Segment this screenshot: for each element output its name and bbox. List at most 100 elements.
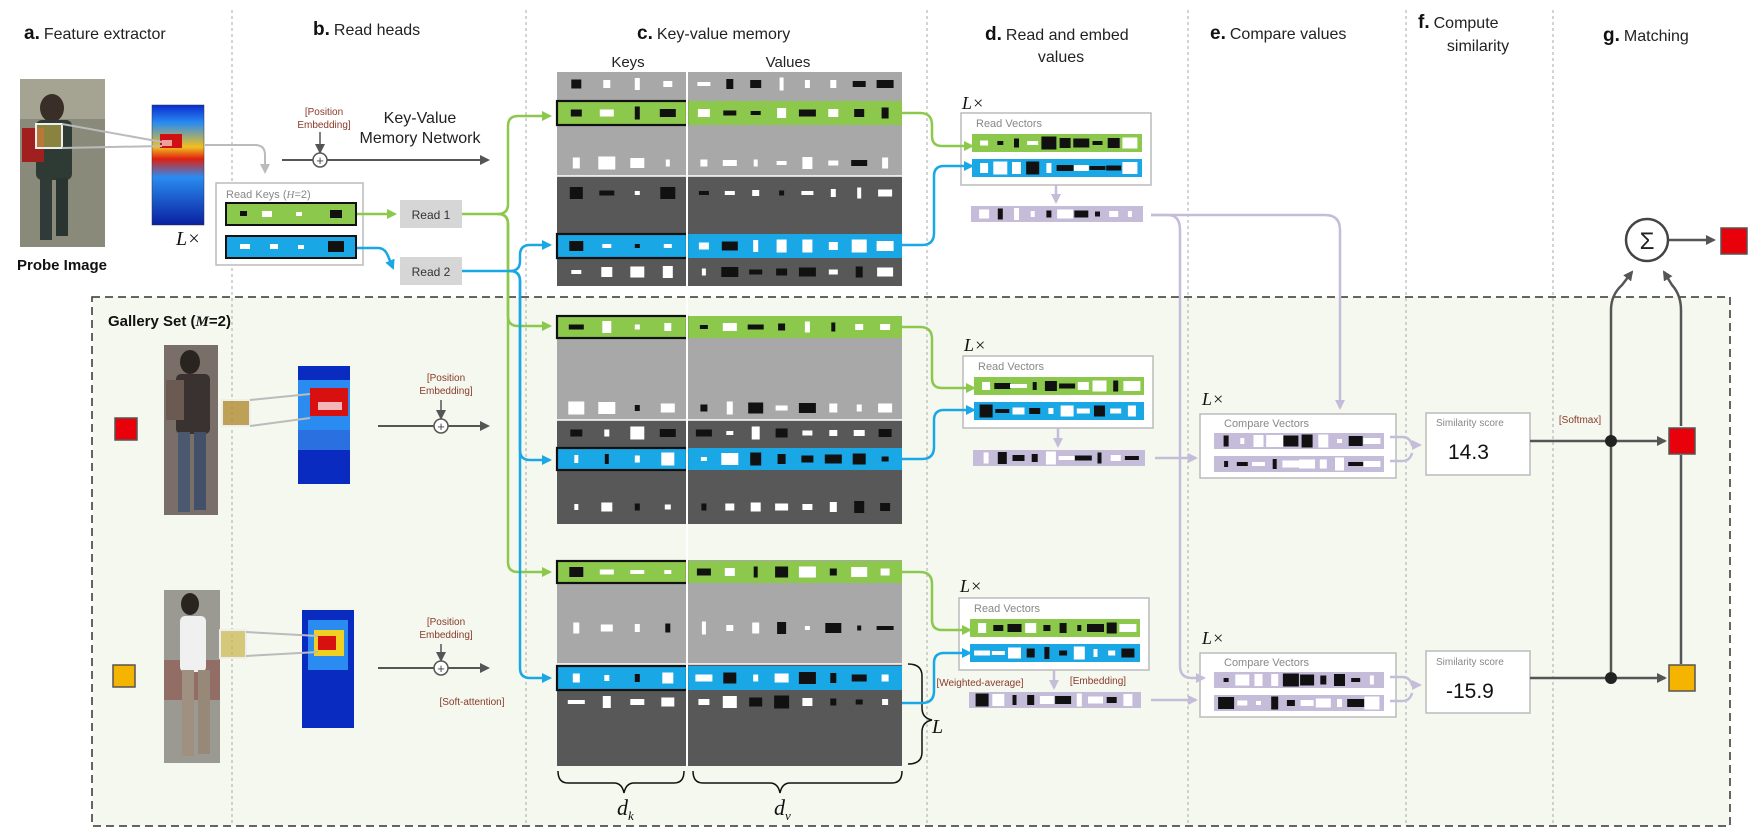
- position-embedding-label-probe-1: [Position: [305, 107, 343, 118]
- read-arrows: [462, 111, 552, 683]
- section-f-title-line2: similarity: [1447, 38, 1509, 55]
- memory-row-6: [571, 266, 894, 278]
- read-1-button: [400, 200, 462, 228]
- probe-lx-label: L×: [175, 228, 201, 250]
- read-2-label: Read 2: [412, 265, 451, 279]
- probe-image-label: Probe Image: [17, 257, 107, 274]
- softmax-label: [Softmax]: [1559, 415, 1601, 426]
- gallery-crop-lines-2: [245, 631, 319, 657]
- memory-row-4: [569, 187, 893, 199]
- svg-text:Σ: Σ: [1640, 228, 1655, 255]
- read-key-1: [225, 202, 357, 226]
- svg-text:[Position: [Position: [427, 373, 465, 384]
- read-vectors-label-2: Read Vectors: [978, 361, 1045, 373]
- section-headers: a.Feature extractor b.Read heads c.Key-v…: [24, 12, 1689, 66]
- dk-brace: [557, 770, 685, 794]
- svg-text:Embedding]: Embedding]: [419, 630, 473, 641]
- memory-row-8: [568, 401, 893, 415]
- similarity-box-2: Similarity score -15.9: [1425, 650, 1531, 714]
- read-key-2: [225, 235, 357, 259]
- gallery-1-marker: [114, 417, 138, 441]
- gallery-feature-map-2: [302, 610, 354, 728]
- read-vectors-label-3: Read Vectors: [974, 603, 1041, 615]
- compare-to-similarity-arrows: [1390, 435, 1422, 703]
- memory-row-14: [555, 664, 902, 692]
- soft-attention-label: [Soft-attention]: [439, 697, 504, 708]
- memory-row-2: [555, 99, 902, 127]
- gallery-image-1: [164, 345, 251, 515]
- compare-panel-2: L×Compare Vectors: [1199, 628, 1397, 718]
- compare-panel-1: L×Compare Vectors: [1199, 389, 1397, 479]
- gallery-crop-lines-1: [249, 393, 311, 427]
- probe-image: [20, 79, 105, 247]
- read-panel-2: L× Read Vectors: [962, 335, 1154, 466]
- read-panel-lx-3: L×: [959, 576, 982, 596]
- section-g-title: g.Matching: [1603, 25, 1689, 46]
- embedded-value-3: [969, 692, 1141, 708]
- gallery-2-match-marker: [1668, 664, 1696, 692]
- section-e-title: e.Compare values: [1210, 23, 1346, 44]
- svg-text:Embedding]: Embedding]: [419, 386, 473, 397]
- similarity-label-1: Similarity score: [1436, 418, 1504, 429]
- memory-row-3: [572, 156, 889, 170]
- memory-to-read-arrows: [902, 111, 976, 705]
- gallery-1-match-marker: [1668, 427, 1696, 455]
- svg-text:+: +: [316, 153, 324, 168]
- svg-text:+: +: [437, 419, 445, 434]
- memory-row-9: [570, 426, 892, 440]
- similarity-label-2: Similarity score: [1436, 657, 1504, 668]
- dv-label: dv: [774, 795, 791, 823]
- section-a-title: a.Feature extractor: [24, 23, 166, 44]
- gallery-set-label: Gallery Set (M=2): [108, 313, 231, 330]
- memory-blocks: [555, 72, 902, 766]
- read-panel-lx-2: L×: [963, 335, 986, 355]
- compare-vectors-label-1: Compare Vectors: [1224, 418, 1309, 430]
- gallery-set-box: [91, 296, 1731, 827]
- similarity-value-1: 14.3: [1448, 441, 1489, 464]
- read-keys-label: Read Keys (H=2): [226, 189, 311, 201]
- softmax-node-1: [1605, 435, 1617, 447]
- memory-row-7: [555, 314, 902, 340]
- read-1-label: Read 1: [412, 208, 451, 222]
- L-brace: [907, 663, 933, 765]
- memory-row-10: [555, 446, 902, 472]
- read-panel-1: L×Read Vectors: [960, 93, 1152, 222]
- svg-text:[Position: [Position: [427, 617, 465, 628]
- probe-crop-lines: [61, 123, 163, 149]
- dv-brace: [692, 770, 903, 794]
- gallery-embedding-arrows: [1151, 453, 1198, 705]
- gallery-2-marker: [112, 664, 136, 688]
- read-vector-green-3: [970, 619, 1140, 637]
- memory-row-12: [555, 559, 902, 585]
- weighted-average-label: [Weighted-average]: [936, 678, 1023, 689]
- section-f-title: f.Compute: [1418, 12, 1499, 33]
- gallery-1-embedding: [Position Embedding] +: [378, 373, 490, 434]
- values-header: Values: [766, 54, 811, 71]
- gallery-image-2: [164, 590, 247, 763]
- read-vectors-label-1: Read Vectors: [976, 118, 1043, 130]
- read-2-button: [400, 257, 462, 285]
- compare-panel-lx-2: L×: [1201, 628, 1224, 648]
- section-b-title: b.Read heads: [313, 19, 420, 40]
- kv-network-label-1: Key-Value: [384, 110, 457, 127]
- similarity-box-1: Similarity score 14.3: [1425, 412, 1531, 476]
- memory-row-1: [571, 77, 894, 91]
- memory-row-15: [567, 695, 889, 709]
- softmax-node-2: [1605, 672, 1617, 684]
- svg-text:+: +: [437, 661, 445, 676]
- sum-icon: [1624, 217, 1670, 263]
- probe-embedding-routes: [1151, 213, 1345, 683]
- probe-feature-map: [151, 104, 205, 226]
- output-match-marker: [1720, 227, 1748, 255]
- L-label: L: [931, 716, 943, 738]
- memory-row-13: [573, 621, 894, 635]
- section-c-title: c.Key-value memory: [637, 23, 790, 44]
- read-key-1-cells: [240, 210, 342, 218]
- embedding-label: [Embedding]: [1070, 676, 1126, 687]
- keys-header: Keys: [611, 54, 644, 71]
- kv-network-label-2: Memory Network: [360, 130, 482, 147]
- gallery-feature-map-1: [298, 366, 350, 484]
